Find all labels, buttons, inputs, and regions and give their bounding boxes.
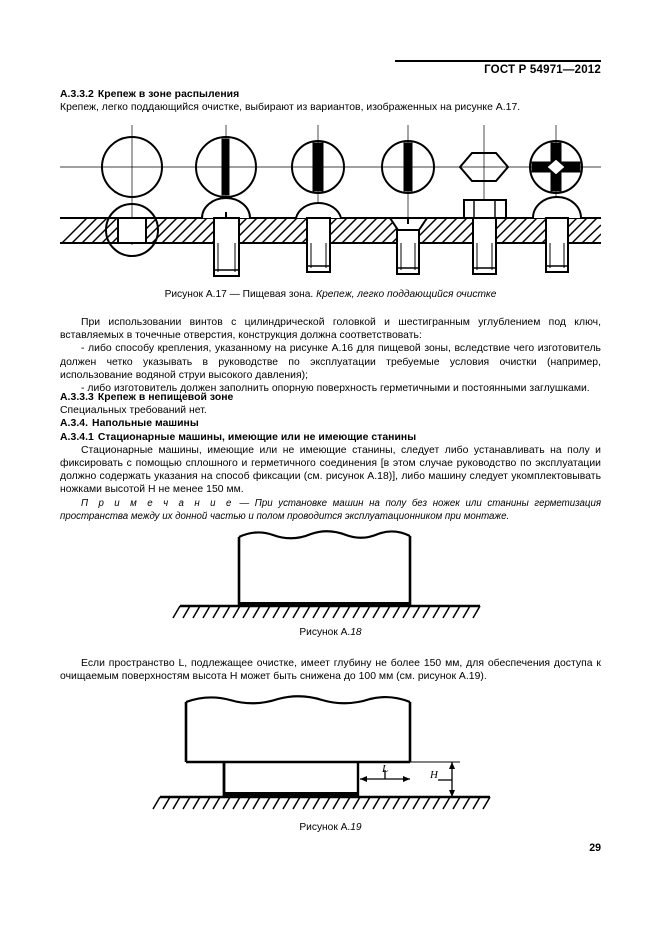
figure-a17-drawing [60, 125, 602, 277]
heading-a333-title: Крепеж в непищевой зоне [97, 392, 234, 403]
figure-a17-caption-italic: Крепеж, легко поддающийся очистке [316, 289, 497, 300]
paragraph-clearance: Если пространство L, подлежащее очистке,… [60, 658, 601, 683]
figure-a19-caption-wrap: Рисунок А.19 [60, 822, 601, 833]
paragraph-bullet-1: - либо способу крепления, указанному на … [60, 343, 601, 381]
paragraph-a341-body: Стационарные машины, имеющие или не имею… [60, 444, 601, 496]
figure-a18-caption: Рисунок А.18 [60, 627, 601, 638]
figure-a19-caption: Рисунок А.19 [60, 822, 601, 833]
figure-a18-drawing [172, 530, 481, 619]
note-dash: — [233, 497, 255, 509]
paragraph-a332-body: Крепеж, легко поддающийся очистке, выбир… [60, 102, 521, 114]
figure-a18-caption-number: 18 [350, 627, 362, 638]
figure-a17 [60, 120, 602, 285]
page-number: 29 [589, 842, 601, 854]
header-rule [395, 60, 601, 62]
figure-a19-dim-L-label: L [381, 763, 388, 775]
heading-a34-title: Напольные машины [92, 418, 199, 430]
figure-a19-dim-H-label: H [429, 769, 439, 781]
figure-a18-caption-prefix: Рисунок А. [299, 627, 351, 638]
heading-a34-number: А.3.4. [60, 418, 89, 430]
figure-a17-caption-dash: — [226, 289, 243, 300]
heading-a332-number: А.3.3.2 [60, 89, 94, 100]
note-text: При установке машин на полу без ножек ил… [60, 497, 602, 522]
figure-a19-caption-number: 19 [350, 822, 362, 833]
paragraph-screws-intro: При использовании винтов с цилиндрическо… [60, 317, 601, 342]
heading-a341-title: Стационарные машины, имеющие или не имею… [97, 431, 417, 443]
figure-a17-caption-plain: Пищевая зона. [242, 289, 317, 300]
note-label: П р и м е ч а н и е [81, 497, 234, 509]
figure-a17-caption: Рисунок А.17 — Пищевая зона. Крепеж, лег… [60, 289, 601, 300]
paragraph-note: П р и м е ч а н и е — При установке маши… [60, 497, 601, 523]
heading-a332-title: Крепеж в зоне распыления [97, 89, 240, 100]
paragraph-bullet-2: - либо изготовитель должен заполнить опо… [81, 383, 590, 395]
paragraph-group-clearance: Если пространство L, подлежащее очистке,… [60, 657, 601, 683]
heading-a34: А.3.4.Напольные машины [60, 417, 601, 430]
figure-a18-caption-wrap: Рисунок А.18 [60, 627, 601, 638]
paragraph-a333-body: Специальных требований нет. [60, 405, 207, 417]
page-header: ГОСТ Р 54971—2012 [60, 60, 601, 78]
standard-number: ГОСТ Р 54971—2012 [484, 64, 601, 76]
figure-a18 [60, 525, 601, 625]
paragraph-group-screws: При использовании винтов с цилиндрическо… [60, 316, 601, 395]
figure-a19-drawing: L H [152, 695, 491, 810]
figure-a17-caption-prefix: Рисунок А.17 [164, 289, 227, 300]
heading-a333-number: А.3.3.3 [60, 392, 94, 403]
figure-a17-caption-wrap: Рисунок А.17 — Пищевая зона. Крепеж, лег… [60, 289, 601, 300]
figure-a19: L H [60, 692, 601, 814]
figure-a19-caption-prefix: Рисунок А. [299, 822, 351, 833]
heading-a341-number: А.3.4.1 [60, 431, 94, 443]
